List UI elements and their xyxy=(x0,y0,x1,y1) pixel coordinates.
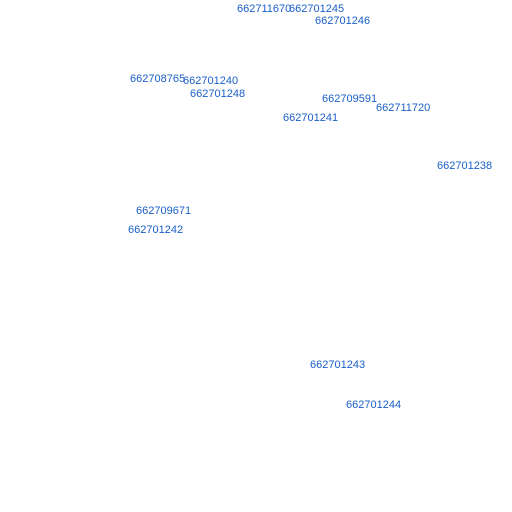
parcel-label-662708765[interactable]: 662708765 xyxy=(130,73,186,85)
parcel-label-662701248[interactable]: 662701248 xyxy=(190,88,246,100)
parcel-label-662701244[interactable]: 662701244 xyxy=(346,399,402,411)
parcel-label-662701245[interactable]: 662701245 xyxy=(289,3,345,15)
parcel-label-662701243[interactable]: 662701243 xyxy=(310,359,366,371)
parcel-label-662709591[interactable]: 662709591 xyxy=(322,93,378,105)
parcel-label-662701241[interactable]: 662701241 xyxy=(283,112,339,124)
parcel-label-662701246[interactable]: 662701246 xyxy=(315,15,371,27)
parcel-label-662701242[interactable]: 662701242 xyxy=(128,224,184,236)
parcel-label-662701240[interactable]: 662701240 xyxy=(183,75,239,87)
parcel-label-662711670[interactable]: 662711670 xyxy=(237,3,292,15)
parcel-label-662701238[interactable]: 662701238 xyxy=(437,160,493,172)
parcel-label-662709671[interactable]: 662709671 xyxy=(136,205,192,217)
parcel-label-662711720[interactable]: 662711720 xyxy=(376,102,431,114)
